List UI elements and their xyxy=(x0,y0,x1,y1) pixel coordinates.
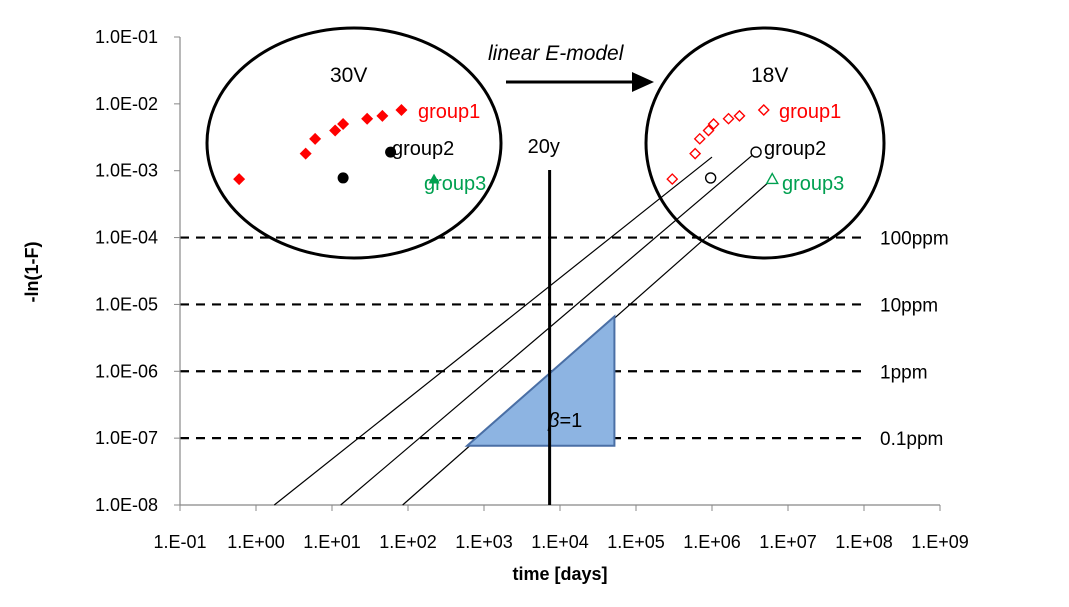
x-tick-label: 1.E+06 xyxy=(683,532,741,552)
ppm-label: 10ppm xyxy=(880,295,938,316)
y-tick-label: 1.0E-05 xyxy=(95,294,158,314)
diamond-marker xyxy=(329,124,342,137)
triangle-marker xyxy=(765,172,779,185)
arrow-label: linear E-model xyxy=(488,42,625,65)
diamond-marker xyxy=(666,173,679,186)
x-tick-label: 1.E-01 xyxy=(153,532,206,552)
ellipse-30v xyxy=(205,26,503,260)
series-label-group3: group3 xyxy=(782,173,844,195)
x-axis-title: time [days] xyxy=(512,564,607,584)
slope-triangle xyxy=(464,314,616,447)
x-tick-label: 1.E+02 xyxy=(379,532,437,552)
diamond-marker xyxy=(395,103,408,116)
ppm-label: 100ppm xyxy=(880,229,949,250)
series-label-group3: group3 xyxy=(424,173,486,195)
diamond-marker xyxy=(233,173,246,186)
diamond-marker xyxy=(309,132,322,145)
series-label-group2: group2 xyxy=(392,138,454,160)
triangle-marker xyxy=(428,173,440,184)
diamond-marker xyxy=(376,109,389,122)
extrapolation-lines xyxy=(273,151,773,506)
diamond-marker xyxy=(299,147,312,160)
circle-marker xyxy=(750,146,762,158)
diamond-marker xyxy=(689,147,702,160)
x-tick-label: 1.E+09 xyxy=(911,532,969,552)
y-tick-label: 1.0E-04 xyxy=(95,228,158,248)
slope-value: =1 xyxy=(559,410,582,432)
diamond-marker xyxy=(722,112,735,125)
ellipse-18v-label: 18V xyxy=(751,64,788,87)
ppm-label: 1ppm xyxy=(880,362,928,383)
diamond-marker xyxy=(707,117,720,130)
y-tick-label: 1.0E-02 xyxy=(95,94,158,114)
diamond-marker xyxy=(733,109,746,122)
y-tick-label: 1.0E-01 xyxy=(95,27,158,47)
x-tick-label: 1.E+03 xyxy=(455,532,513,552)
series-label-group1: group1 xyxy=(779,101,841,123)
y-tick-label: 1.0E-07 xyxy=(95,428,158,448)
y-ticks: 1.0E-01 1.0E-02 1.0E-03 1.0E-04 1.0E-05 1.0E-… xyxy=(95,27,180,515)
diamond-marker xyxy=(702,124,715,137)
circle-marker xyxy=(337,172,349,184)
extrapolation-line xyxy=(273,156,713,506)
x-tick-label: 1.E+08 xyxy=(835,532,893,552)
x-tick-label: 1.E+05 xyxy=(607,532,665,552)
slope-label: β=1 xyxy=(547,410,582,432)
y-tick-label: 1.0E-03 xyxy=(95,161,158,181)
series-label-group1: group1 xyxy=(418,101,480,123)
x-tick-label: 1.E+01 xyxy=(303,532,361,552)
y-axis-title: -ln(1-F) xyxy=(22,242,42,303)
ellipse-18v xyxy=(644,26,886,260)
x-tick-label: 1.E+04 xyxy=(531,532,589,552)
diamond-marker xyxy=(757,103,770,116)
x-tick-label: 1.E+00 xyxy=(227,532,285,552)
series-labels: group1 group2 group3 group1 group2 group3 xyxy=(392,101,844,195)
diamond-marker xyxy=(361,112,374,125)
diamond-marker xyxy=(337,117,350,130)
ppm-gridlines: 100ppm 10ppm 1ppm 0.1ppm xyxy=(180,229,949,450)
e-model-arrow xyxy=(506,72,654,92)
ppm-label: 0.1ppm xyxy=(880,429,943,450)
ellipse-30v-label: 30V xyxy=(330,64,367,87)
x-ticks: 1.E-01 1.E+00 1.E+01 1.E+02 1.E+03 1.E+04 1.E+… xyxy=(153,505,969,552)
y-tick-label: 1.0E-06 xyxy=(95,361,158,381)
data-points xyxy=(233,103,779,186)
20y-label: 20y xyxy=(528,136,560,158)
circle-marker xyxy=(385,146,397,158)
x-tick-label: 1.E+07 xyxy=(759,532,817,552)
diamond-marker xyxy=(693,132,706,145)
arrow-head xyxy=(632,72,654,92)
series-label-group2: group2 xyxy=(764,138,826,160)
y-tick-label: 1.0E-08 xyxy=(95,495,158,515)
circle-marker xyxy=(704,172,717,184)
